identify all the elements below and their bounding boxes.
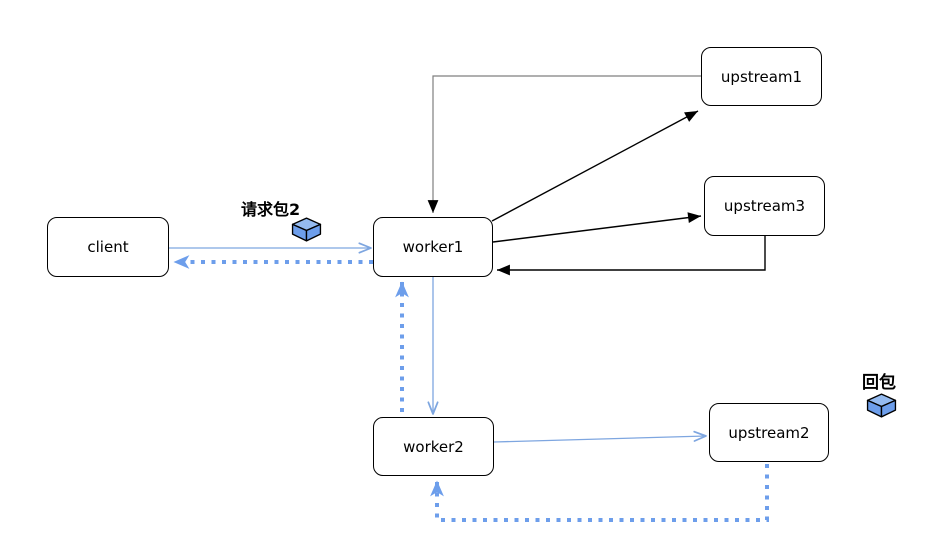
package-cube-icon (291, 217, 322, 242)
request-packet-label: 请求包2 (241, 200, 301, 219)
reply-packet-label: 回包 (862, 373, 896, 393)
node-upstream1-label: upstream1 (720, 67, 803, 86)
node-upstream3[interactable]: upstream3 (704, 176, 825, 236)
edge-worker1-to-upstream3 (492, 212, 702, 243)
node-worker1-label: worker1 (402, 238, 464, 256)
node-worker1[interactable]: worker1 (373, 217, 493, 277)
edge-upstream2-to-worker2-return (430, 464, 769, 522)
node-worker2[interactable]: worker2 (373, 417, 494, 476)
package-cube-icon (866, 393, 897, 418)
node-worker2-label: worker2 (403, 437, 464, 456)
node-client-label: client (87, 238, 129, 256)
node-upstream2[interactable]: upstream2 (709, 403, 829, 462)
edge-worker1-to-upstream1 (491, 110, 699, 222)
node-upstream1[interactable]: upstream1 (701, 47, 822, 106)
edge-upstream3-to-worker1-return (497, 236, 766, 276)
node-upstream2-label: upstream2 (728, 423, 810, 442)
node-upstream3-label: upstream3 (723, 197, 806, 215)
edge-worker2-to-upstream2 (493, 430, 707, 443)
edge-upstream1-to-worker1 (427, 75, 701, 213)
node-client[interactable]: client (47, 217, 169, 277)
